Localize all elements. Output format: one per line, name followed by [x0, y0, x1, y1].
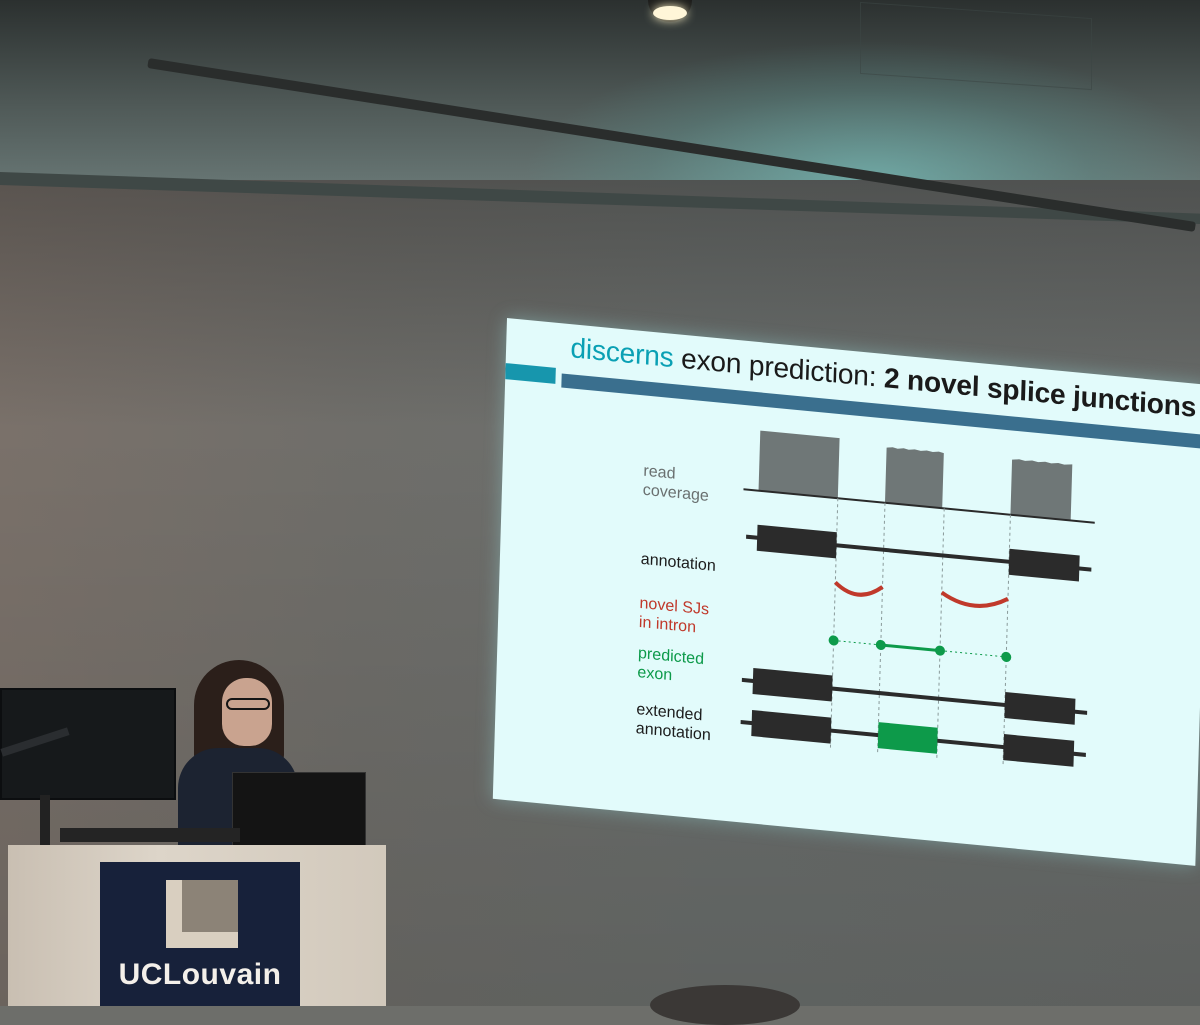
label-read: read: [643, 462, 676, 483]
extended-2-exon-2: [1003, 734, 1075, 767]
predicted-node-1: [828, 635, 839, 646]
monitor-stand: [40, 795, 50, 847]
predicted-node-2: [875, 639, 886, 650]
coverage-baseline: [743, 488, 1095, 524]
coverage-block-1: [758, 430, 840, 499]
coverage-block-2: [884, 447, 944, 509]
extended-2-exon-1: [751, 710, 832, 744]
predicted-node-4: [1001, 651, 1012, 662]
extended-1-exon-2: [1004, 691, 1076, 725]
projected-slide: discerns exon prediction: 2 novel splice…: [492, 318, 1200, 866]
audience-head: [650, 985, 800, 1025]
annotation-exon-1: [756, 524, 837, 559]
logo-text: UCLouvain: [118, 958, 282, 991]
logo-square-inner: [182, 880, 238, 932]
predicted-dotted-right: [939, 650, 1007, 658]
label-exon: exon: [637, 663, 673, 685]
spotlight-bulb: [653, 6, 687, 20]
predicted-node-3: [934, 645, 946, 656]
annotation-exon-2: [1008, 548, 1080, 582]
predicted-dotted-left: [833, 639, 881, 646]
coverage-block-3: [1010, 459, 1073, 521]
presenter-face: [222, 678, 272, 746]
presenter-glasses: [226, 698, 270, 710]
extended-2-novel-exon: [877, 722, 938, 754]
extended-1-exon-1: [752, 667, 833, 702]
exon-diagram: [740, 430, 1095, 768]
predicted-exon-span: [880, 643, 941, 653]
novel-splice-junction-2: [940, 590, 1009, 608]
laptop: [232, 772, 366, 846]
novel-splice-junction-1: [833, 580, 884, 597]
desk-edge: [60, 828, 240, 842]
